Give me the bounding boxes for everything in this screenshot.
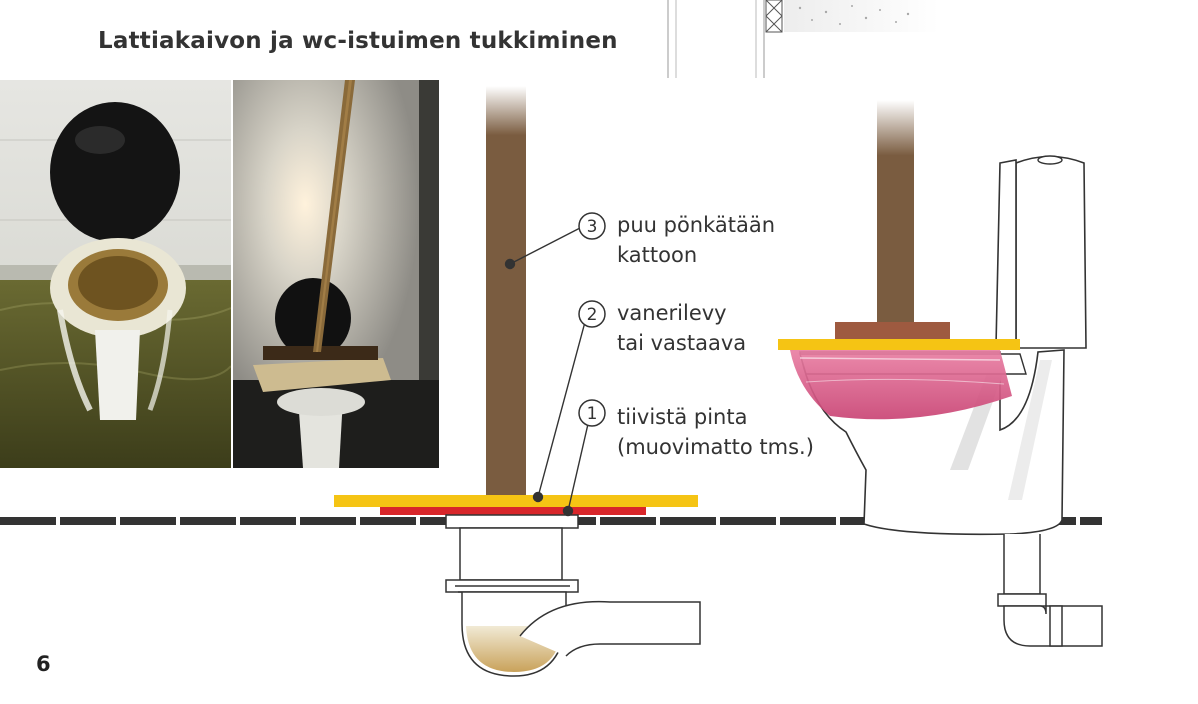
overflowing-toilet-photo (0, 80, 231, 468)
callout-2-line1: vanerilevy (617, 301, 727, 325)
callout-lines (504, 227, 589, 517)
toilet-cistern (1015, 155, 1087, 349)
wall-section (667, 0, 939, 78)
callout-1-line2: (muovimatto tms.) (617, 435, 814, 459)
sealing-layer (380, 507, 646, 515)
callout-1-number: 1 (587, 404, 598, 424)
callout-2-label: vanerilevy tai vastaava (617, 298, 746, 358)
page-title: Lattiakaivon ja wc-istuimen tukkiminen (98, 28, 618, 54)
callout-1-line1: tiivistä pinta (617, 405, 748, 429)
callout-3-label: puu pönkätään kattoon (617, 210, 775, 270)
callout-2-circle (578, 300, 606, 328)
floor-drain (445, 514, 701, 677)
callout-3-line2: kattoon (617, 243, 698, 267)
wood-block (835, 322, 950, 339)
plywood-board-right (778, 339, 1020, 350)
wooden-pole-left (486, 86, 526, 496)
callout-1-label: tiivistä pinta (muovimatto tms.) (617, 402, 814, 462)
callout-2-number: 2 (587, 305, 598, 325)
page-number: 6 (36, 652, 51, 676)
toilet-illustration (778, 100, 1103, 647)
pink-seal-wrap (790, 350, 1012, 420)
callout-3-number: 3 (587, 217, 598, 237)
callout-3-circle (578, 212, 606, 240)
callout-1-circle (578, 399, 606, 427)
callout-2-line2: tai vastaava (617, 331, 747, 355)
blocked-toilet-photo (233, 80, 439, 468)
plywood-board (334, 495, 698, 507)
wooden-pole-right (877, 100, 914, 322)
callout-3-line1: puu pönkätään (617, 213, 776, 237)
